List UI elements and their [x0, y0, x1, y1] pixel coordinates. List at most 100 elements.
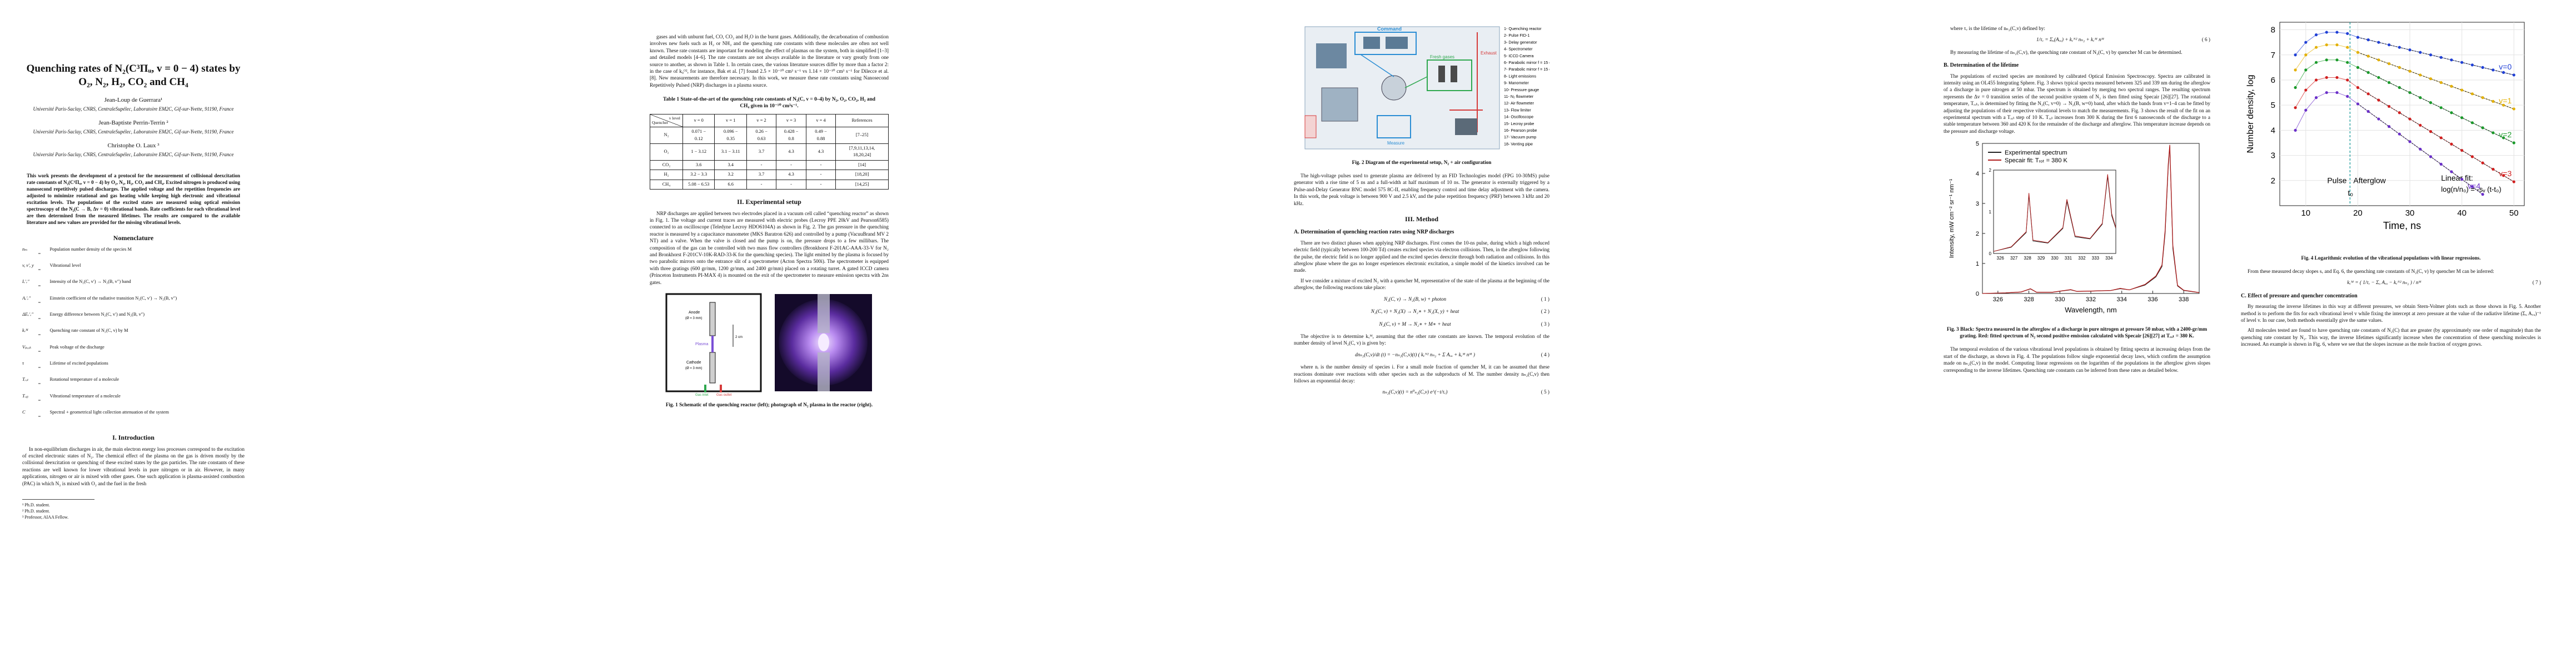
linear-fit-line [2358, 37, 2514, 76]
data-point [2398, 46, 2401, 49]
table-quencher-cell: H₂ [650, 170, 683, 180]
y-tick-label: 3 [1976, 201, 1979, 207]
table-1: v level Quencher v = 0 v = 1 v = 2 v = 3… [650, 114, 889, 190]
nomenclature-symbol: ΔEᵥ′ᵥ″ [22, 312, 34, 317]
page-4-left-column: where τᵥ is the lifetime of nₙ₂(C,v) def… [1944, 25, 2210, 664]
table-column-header: v = 4 [805, 114, 836, 128]
table-cell: [14] [835, 160, 889, 171]
data-point [2356, 66, 2360, 69]
footnote-2: ² Ph.D. student. [22, 508, 50, 514]
data-point [2346, 61, 2349, 64]
page-2-column: gases and with unburnt fuel, CO, CO₂ and… [650, 33, 889, 623]
reactor-schematic [665, 293, 762, 392]
y-tick-label: 3 [2271, 151, 2275, 161]
data-point [2325, 31, 2328, 34]
data-point [2492, 167, 2495, 171]
page-3-column: Command Fresh gases Exhaust Measure 1- Q… [1294, 21, 1549, 660]
intro-continued-paragraph: gases and with unburnt fuel, CO, CO₂ and… [650, 34, 889, 88]
table-column-header: v = 0 [682, 114, 715, 128]
data-point [2377, 41, 2380, 44]
equation-5: nₙ₂(C,v)(t) = n⁰ₙ₂(C,v) e^(−t/τᵥ)( 5 ) [1294, 389, 1549, 395]
data-point [2294, 128, 2297, 132]
anode-label: Anode [689, 311, 700, 315]
method-paragraph-4: where nᵢ is the number density of specie… [1294, 364, 1549, 384]
series-label: v=4 [2468, 182, 2480, 191]
author-3-name: Christophe O. Laux ³ [107, 142, 160, 149]
equation-4-number: ( 4 ) [1541, 351, 1549, 357]
figure-3-caption: Fig. 3 Black: Spectra measured in the af… [1946, 326, 2208, 339]
command-label: Command [1377, 26, 1402, 32]
nomenclature-row: C=Spectral + geometrical light collectio… [22, 409, 245, 425]
data-point [2335, 58, 2339, 62]
page-1-left-column: Quenching rates of N₂(C³Πᵤ, v = 0 − 4) s… [22, 56, 245, 645]
author-3-affiliation: Université Paris-Saclay, CNRS, CentraleS… [33, 152, 234, 158]
data-point [2398, 132, 2401, 136]
data-point [2481, 126, 2484, 130]
x-tick-label: 328 [2024, 296, 2034, 303]
y-tick-label: 6 [2271, 76, 2275, 85]
nomenclature-equals: = [38, 267, 41, 273]
data-point [2294, 86, 2297, 89]
y-tick-label: 7 [2271, 51, 2275, 60]
data-point [2429, 130, 2433, 133]
data-point [2304, 88, 2308, 92]
setup-legend-item: 5- ICCD Camera [1504, 53, 1534, 58]
nomenclature-row: Iᵥ′ᵥ″=Intensity of the N₂(C, v′) → N₂(B,… [22, 278, 245, 295]
data-point [2366, 38, 2370, 42]
table-cell: 3.7 [746, 170, 777, 180]
data-point [2356, 51, 2360, 54]
method-paragraph-3: The objective is to determine kᵥᴹ, assum… [1294, 333, 1549, 346]
series-label: v=2 [2499, 130, 2512, 139]
data-point [2481, 193, 2484, 196]
data-point [2325, 58, 2328, 62]
equation-6-text: 1/τᵥ = Σᵤ(Aᵥᵤ) + kᵥᴺ² nₙ₂ + kᵥᴹ nᴹ [2036, 37, 2104, 43]
data-point [2492, 131, 2495, 135]
equation-1-number: ( 1 ) [1541, 296, 1549, 302]
table-column-header: v = 3 [776, 114, 806, 128]
data-point [2429, 101, 2433, 104]
figure-1-caption: Fig. 1 Schematic of the quenching reacto… [665, 401, 873, 407]
equation-4: dnₙ₂(C,v)/dt (t) = −nₙ₂(C,v)(t) ( kᵥᴺ² n… [1294, 351, 1549, 358]
series-line [2295, 59, 2514, 143]
x-tick-label: 338 [2179, 296, 2189, 303]
table-corner-bottom: Quencher [652, 120, 669, 125]
nomenclature-symbol: Aᵥ′ᵥ″ [22, 295, 31, 301]
introduction-paragraph: In non-equilibrium discharges in air, th… [22, 446, 245, 486]
data-point [2419, 51, 2422, 54]
setup-legend-item: 6- Parabolic mirror f = 15 cm [1504, 60, 1549, 65]
lifetime-paragraph: The populations of excited species are m… [1944, 73, 2210, 134]
table-quencher-cell: CO₂ [650, 160, 683, 171]
x-tick-label: 10 [2301, 208, 2310, 218]
table-cell: 4.3 [776, 143, 806, 161]
nomenclature-symbol: v, v′, y [22, 263, 34, 268]
data-point [2346, 46, 2349, 49]
data-point [2366, 71, 2370, 74]
nomenclature-description: Vibrational temperature of a molecule [49, 393, 121, 399]
x-tick-label: 334 [2117, 296, 2127, 303]
nomenclature-equals: = [38, 283, 41, 289]
data-point [2492, 99, 2495, 103]
setup-heading: II. Experimental setup [737, 198, 801, 206]
data-point [2450, 170, 2453, 173]
author-2-affiliation: Université Paris-Saclay, CNRS, CentraleS… [33, 129, 234, 135]
table-cell: - [746, 160, 777, 171]
data-point [2366, 109, 2370, 113]
data-point [2470, 63, 2474, 67]
data-point [2335, 43, 2339, 47]
exhaust-label: Exhaust [1481, 51, 1497, 56]
data-point [2377, 98, 2380, 102]
footnote-3: ³ Professor, AIAA Fellow. [22, 514, 69, 520]
linear-fit-line [2358, 67, 2514, 143]
y-tick-label: 5 [2271, 101, 2275, 110]
t0-annotation: t₀ [2348, 188, 2353, 197]
data-point [2419, 147, 2422, 151]
nomenclature-description: Population number density of the species… [49, 246, 132, 252]
table-cell: 5.08 − 6.53 [682, 179, 715, 190]
series-label: v=0 [2499, 62, 2512, 71]
nomenclature-symbol: nₘ [22, 246, 28, 252]
data-point [2387, 81, 2391, 84]
nomenclature-equals: = [38, 332, 41, 338]
